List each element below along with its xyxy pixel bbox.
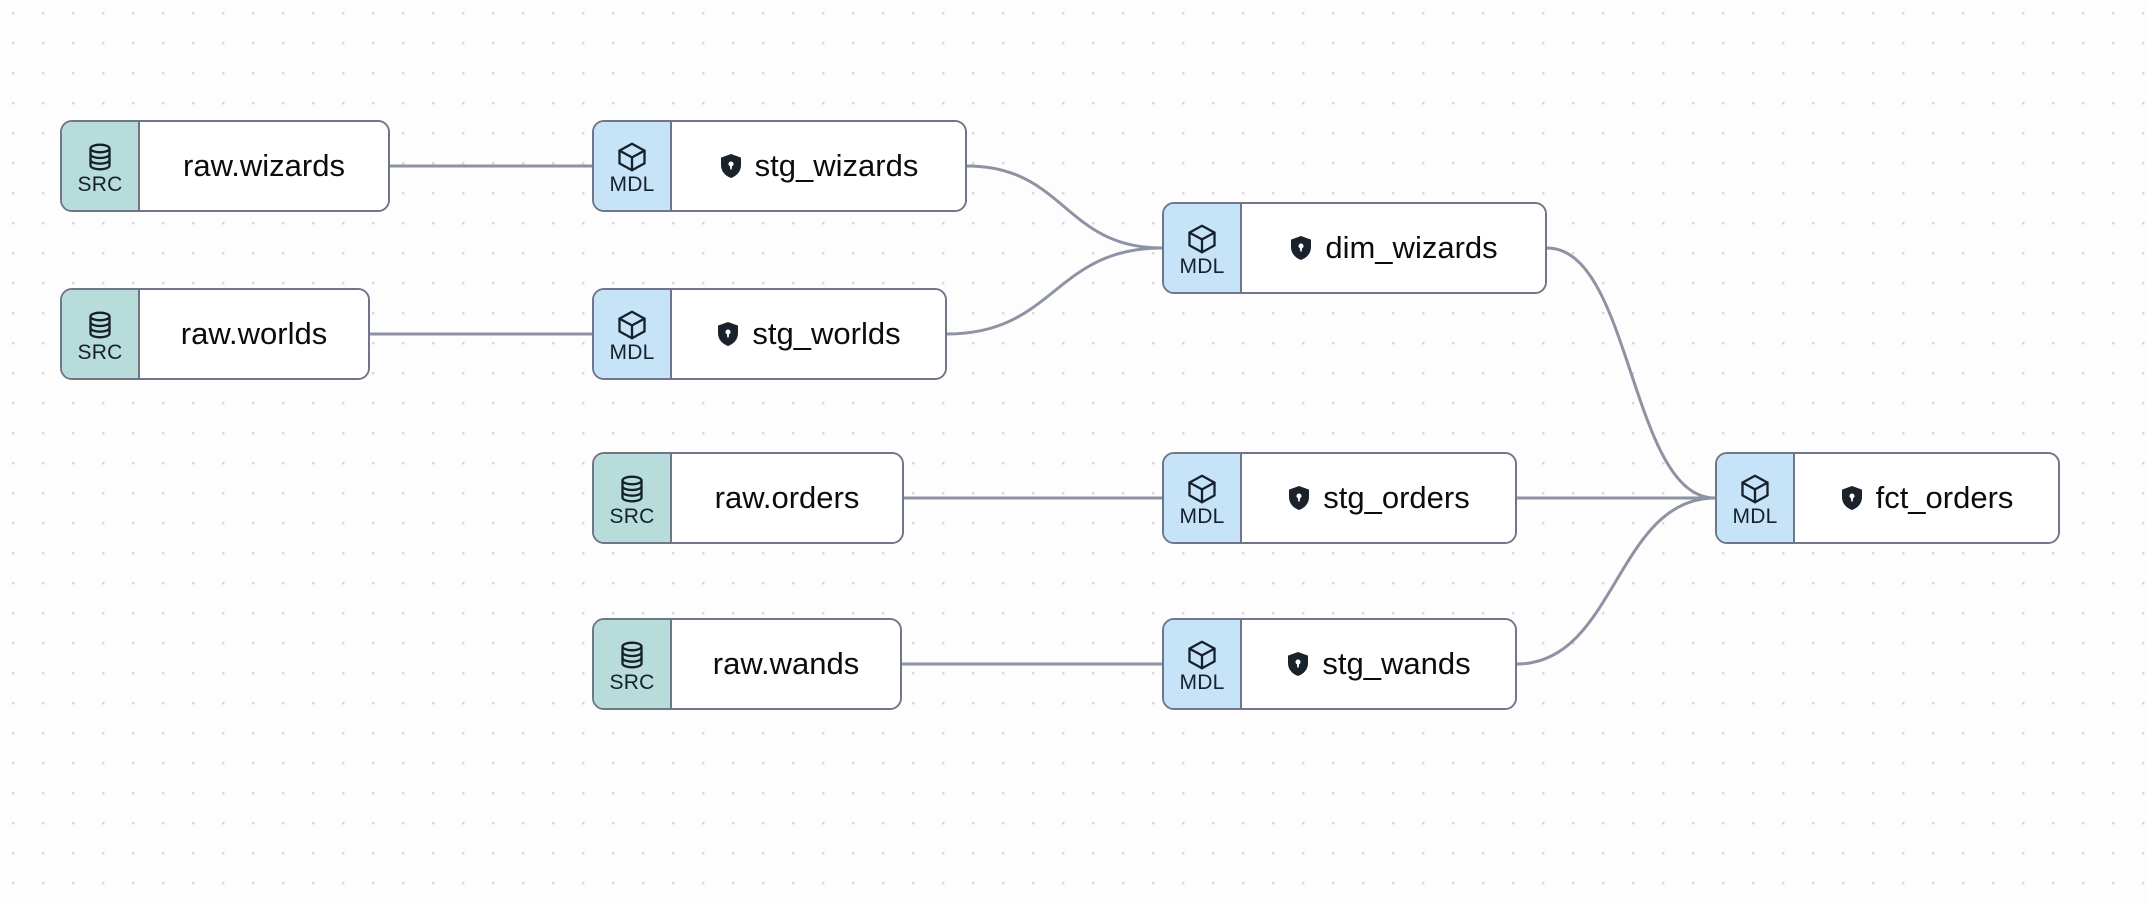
node-raw_orders[interactable]: SRC raw.orders <box>592 452 904 544</box>
node-label: stg_wizards <box>754 148 919 183</box>
node-label: stg_orders <box>1323 480 1470 515</box>
node-badge-src: SRC <box>62 122 140 210</box>
shield-lock-icon <box>719 153 743 179</box>
node-label: stg_worlds <box>752 316 901 351</box>
node-body: fct_orders <box>1795 454 2058 542</box>
node-badge-label: SRC <box>609 670 655 694</box>
cube-icon <box>1186 639 1218 671</box>
node-badge-mdl: MDL <box>1717 454 1795 542</box>
node-badge-mdl: MDL <box>594 122 672 210</box>
node-body: stg_orders <box>1242 454 1515 542</box>
node-badge-label: MDL <box>1179 670 1225 694</box>
shield-lock-icon <box>1289 235 1313 261</box>
node-label: stg_wands <box>1322 646 1471 681</box>
node-label: fct_orders <box>1875 480 2014 515</box>
node-badge-mdl: MDL <box>1164 204 1242 292</box>
cube-icon <box>1186 473 1218 505</box>
cube-icon <box>616 141 648 173</box>
node-badge-src: SRC <box>62 290 140 378</box>
node-badge-mdl: MDL <box>1164 454 1242 542</box>
shield-lock-icon <box>1286 651 1310 677</box>
node-stg_wizards[interactable]: MDL stg_wizards <box>592 120 967 212</box>
database-icon <box>616 639 648 671</box>
node-label: raw.wizards <box>183 148 345 183</box>
database-icon <box>616 473 648 505</box>
cube-icon <box>1186 223 1218 255</box>
cube-icon <box>1739 473 1771 505</box>
node-badge-label: MDL <box>609 172 655 196</box>
node-label: raw.orders <box>714 480 860 515</box>
node-badge-label: MDL <box>1179 254 1225 278</box>
node-fct_orders[interactable]: MDL fct_orders <box>1715 452 2060 544</box>
node-stg_orders[interactable]: MDL stg_orders <box>1162 452 1517 544</box>
node-dim_wizards[interactable]: MDL dim_wizards <box>1162 202 1547 294</box>
node-badge-label: MDL <box>1732 504 1778 528</box>
node-stg_worlds[interactable]: MDL stg_worlds <box>592 288 947 380</box>
node-label: raw.wands <box>712 646 860 681</box>
node-body: raw.wizards <box>140 122 388 210</box>
node-label: raw.worlds <box>180 316 328 351</box>
shield-lock-icon <box>1840 485 1864 511</box>
node-raw_wizards[interactable]: SRC raw.wizards <box>60 120 390 212</box>
node-badge-label: SRC <box>77 340 123 364</box>
node-badge-label: SRC <box>609 504 655 528</box>
database-icon <box>84 309 116 341</box>
node-body: stg_worlds <box>672 290 945 378</box>
database-icon <box>84 141 116 173</box>
node-badge-label: SRC <box>77 172 123 196</box>
node-body: dim_wizards <box>1242 204 1545 292</box>
node-stg_wands[interactable]: MDL stg_wands <box>1162 618 1517 710</box>
node-raw_wands[interactable]: SRC raw.wands <box>592 618 902 710</box>
node-body: raw.wands <box>672 620 900 708</box>
cube-icon <box>616 309 648 341</box>
node-body: stg_wands <box>1242 620 1515 708</box>
node-badge-mdl: MDL <box>1164 620 1242 708</box>
shield-lock-icon <box>1287 485 1311 511</box>
node-body: stg_wizards <box>672 122 965 210</box>
node-badge-label: MDL <box>609 340 655 364</box>
node-raw_worlds[interactable]: SRC raw.worlds <box>60 288 370 380</box>
node-body: raw.worlds <box>140 290 368 378</box>
node-badge-mdl: MDL <box>594 290 672 378</box>
node-badge-label: MDL <box>1179 504 1225 528</box>
node-badge-src: SRC <box>594 454 672 542</box>
node-badge-src: SRC <box>594 620 672 708</box>
node-label: dim_wizards <box>1325 230 1498 265</box>
shield-lock-icon <box>716 321 740 347</box>
node-body: raw.orders <box>672 454 902 542</box>
